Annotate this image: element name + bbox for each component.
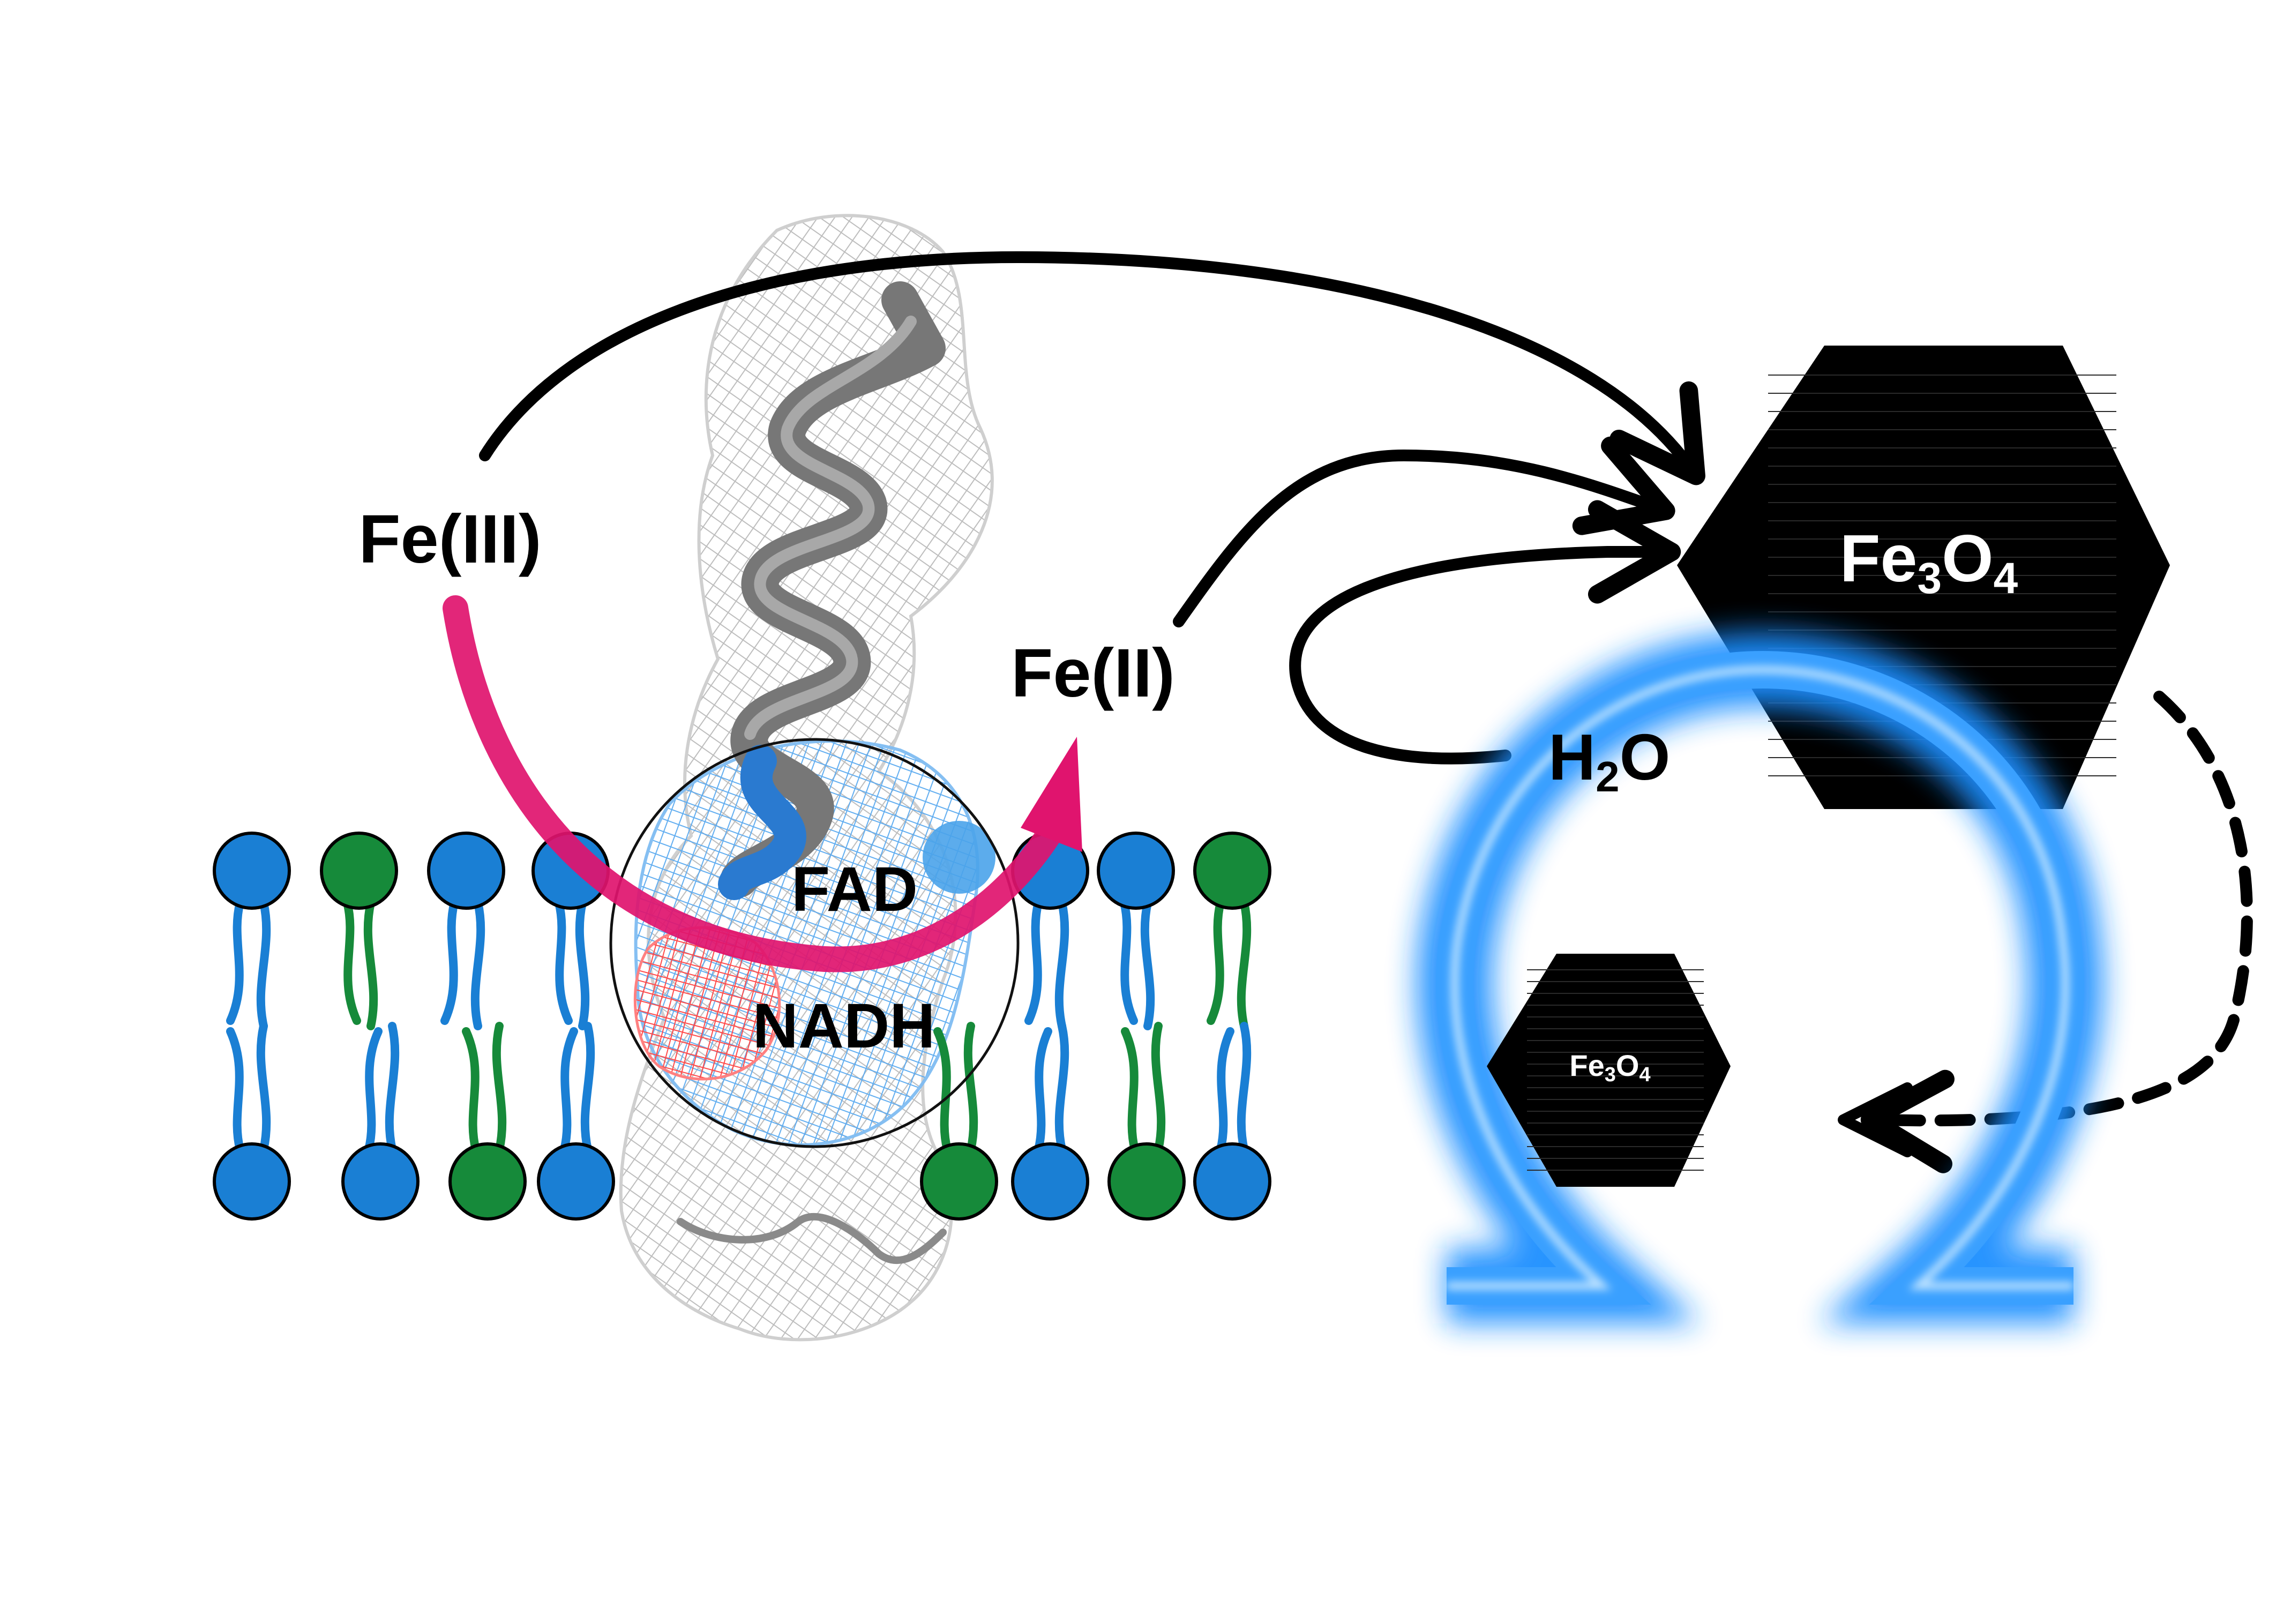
- lipid-tail: [1034, 1027, 1052, 1154]
- hexagon-small-texture: [1527, 969, 1704, 1171]
- label-magnetite-small-c: O: [1616, 1049, 1639, 1082]
- lipid-molecule: [1097, 832, 1175, 1030]
- label-water: H2O: [1548, 721, 1671, 800]
- lipid-tail: [575, 899, 590, 1030]
- lipid-molecule: [1107, 1022, 1186, 1221]
- lipid-tail: [1140, 899, 1155, 1030]
- magnetosome: [1417, 632, 2103, 1323]
- lipid-molecule: [427, 832, 505, 1030]
- lipid-head: [1193, 1142, 1271, 1221]
- lipid-molecule: [341, 1022, 420, 1221]
- lipid-tail: [1054, 1022, 1069, 1154]
- lipid-tail: [555, 899, 573, 1025]
- lipid-tail: [364, 1027, 383, 1154]
- lipid-tail: [1024, 899, 1043, 1025]
- label-fe2: Fe(II): [1011, 635, 1175, 712]
- lipid-tail: [1237, 899, 1252, 1030]
- arrow-magnetosome-second-head: [1838, 1082, 1913, 1157]
- lipid-head: [341, 1142, 420, 1221]
- lipid-molecule: [537, 1022, 615, 1221]
- protein-blue-bead: [923, 821, 995, 894]
- lipid-head: [320, 832, 398, 910]
- lipid-tail: [1054, 899, 1069, 1030]
- label-water-base: H: [1548, 721, 1596, 794]
- lipid-tail: [343, 899, 361, 1025]
- label-fad: FAD: [791, 854, 918, 925]
- label-magnetite-large-d: 4: [1994, 554, 2018, 603]
- reduction-arrow: [443, 595, 1082, 972]
- lipid-tail: [363, 899, 378, 1030]
- label-water-tail: O: [1620, 721, 1671, 794]
- label-magnetite-small-a: Fe: [1569, 1049, 1604, 1082]
- lipid-head: [448, 1142, 527, 1221]
- protein-tail-loop: [677, 1213, 947, 1264]
- lipid-tail: [1237, 1022, 1252, 1154]
- lipid-molecule: [213, 832, 291, 1030]
- lipid-tail: [226, 1027, 244, 1154]
- lipid-tail: [256, 899, 271, 1030]
- lipid-tail: [226, 899, 244, 1025]
- label-fe3: Fe(III): [358, 501, 541, 578]
- lipid-head: [213, 1142, 291, 1221]
- lipid-tail: [1207, 899, 1225, 1025]
- lipid-tail: [1120, 899, 1138, 1025]
- omega-membrane-core: [1447, 665, 2073, 1290]
- reduction-arrow-shaft: [443, 595, 1071, 972]
- lipid-head: [1011, 1142, 1089, 1221]
- label-magnetite-large: Fe3O4: [1840, 522, 2018, 603]
- lipid-molecule: [320, 832, 398, 1030]
- lipid-tail: [1151, 1022, 1166, 1154]
- arrow-fe3-to-magnetite: [479, 251, 1705, 485]
- lipid-tail: [963, 1022, 978, 1154]
- lipid-tail: [256, 1022, 271, 1154]
- label-water-sub: 2: [1596, 753, 1620, 800]
- protein-helix-highlight: [744, 316, 917, 740]
- lipid-molecule: [1011, 1022, 1089, 1221]
- lipid-tail: [470, 899, 485, 1030]
- label-nadh: NADH: [753, 991, 935, 1061]
- lipid-head: [213, 832, 291, 910]
- lipid-tail: [1121, 1027, 1139, 1154]
- lipid-tail: [440, 899, 459, 1025]
- lipid-molecule: [448, 1022, 527, 1221]
- lipid-head: [1193, 832, 1271, 910]
- lipid-molecule: [1193, 832, 1271, 1030]
- lipid-tail: [492, 1022, 507, 1154]
- lipid-tail: [462, 1027, 480, 1154]
- label-magnetite-small: Fe3O4: [1569, 1049, 1650, 1086]
- lipid-bilayer: [213, 832, 1271, 1221]
- lipid-tail: [560, 1027, 578, 1154]
- lipid-tail: [580, 1022, 595, 1154]
- lipid-head: [1097, 832, 1175, 910]
- lipid-tail: [385, 1022, 400, 1154]
- lipid-head: [920, 1142, 998, 1221]
- lipid-tail: [1216, 1027, 1234, 1154]
- arrow-water-to-magnetite: [1289, 500, 1681, 765]
- lipid-head: [1107, 1142, 1186, 1221]
- protein-helix-blue-end: [718, 745, 806, 900]
- protein-structure: [619, 214, 995, 1342]
- label-magnetite-large-b: 3: [1918, 554, 1942, 603]
- label-magnetite-small-d: 4: [1639, 1064, 1650, 1086]
- label-magnetite-large-a: Fe: [1840, 522, 1918, 596]
- lipid-head: [427, 832, 505, 910]
- label-magnetite-large-c: O: [1942, 522, 1993, 596]
- lipid-tail: [933, 1027, 952, 1154]
- lipid-molecule: [1193, 1022, 1271, 1221]
- lipid-molecule: [920, 1022, 998, 1221]
- label-magnetite-small-b: 3: [1605, 1064, 1616, 1086]
- arrow-fe2-to-magnetite: [1173, 436, 1675, 627]
- lipid-molecule: [213, 1022, 291, 1221]
- reduction-arrow-head: [1021, 737, 1082, 852]
- fad-nadh-binding-circle: [609, 738, 1020, 1148]
- magnetite-crystal-small-icon: [1487, 954, 1731, 1187]
- lipid-head: [537, 1142, 615, 1221]
